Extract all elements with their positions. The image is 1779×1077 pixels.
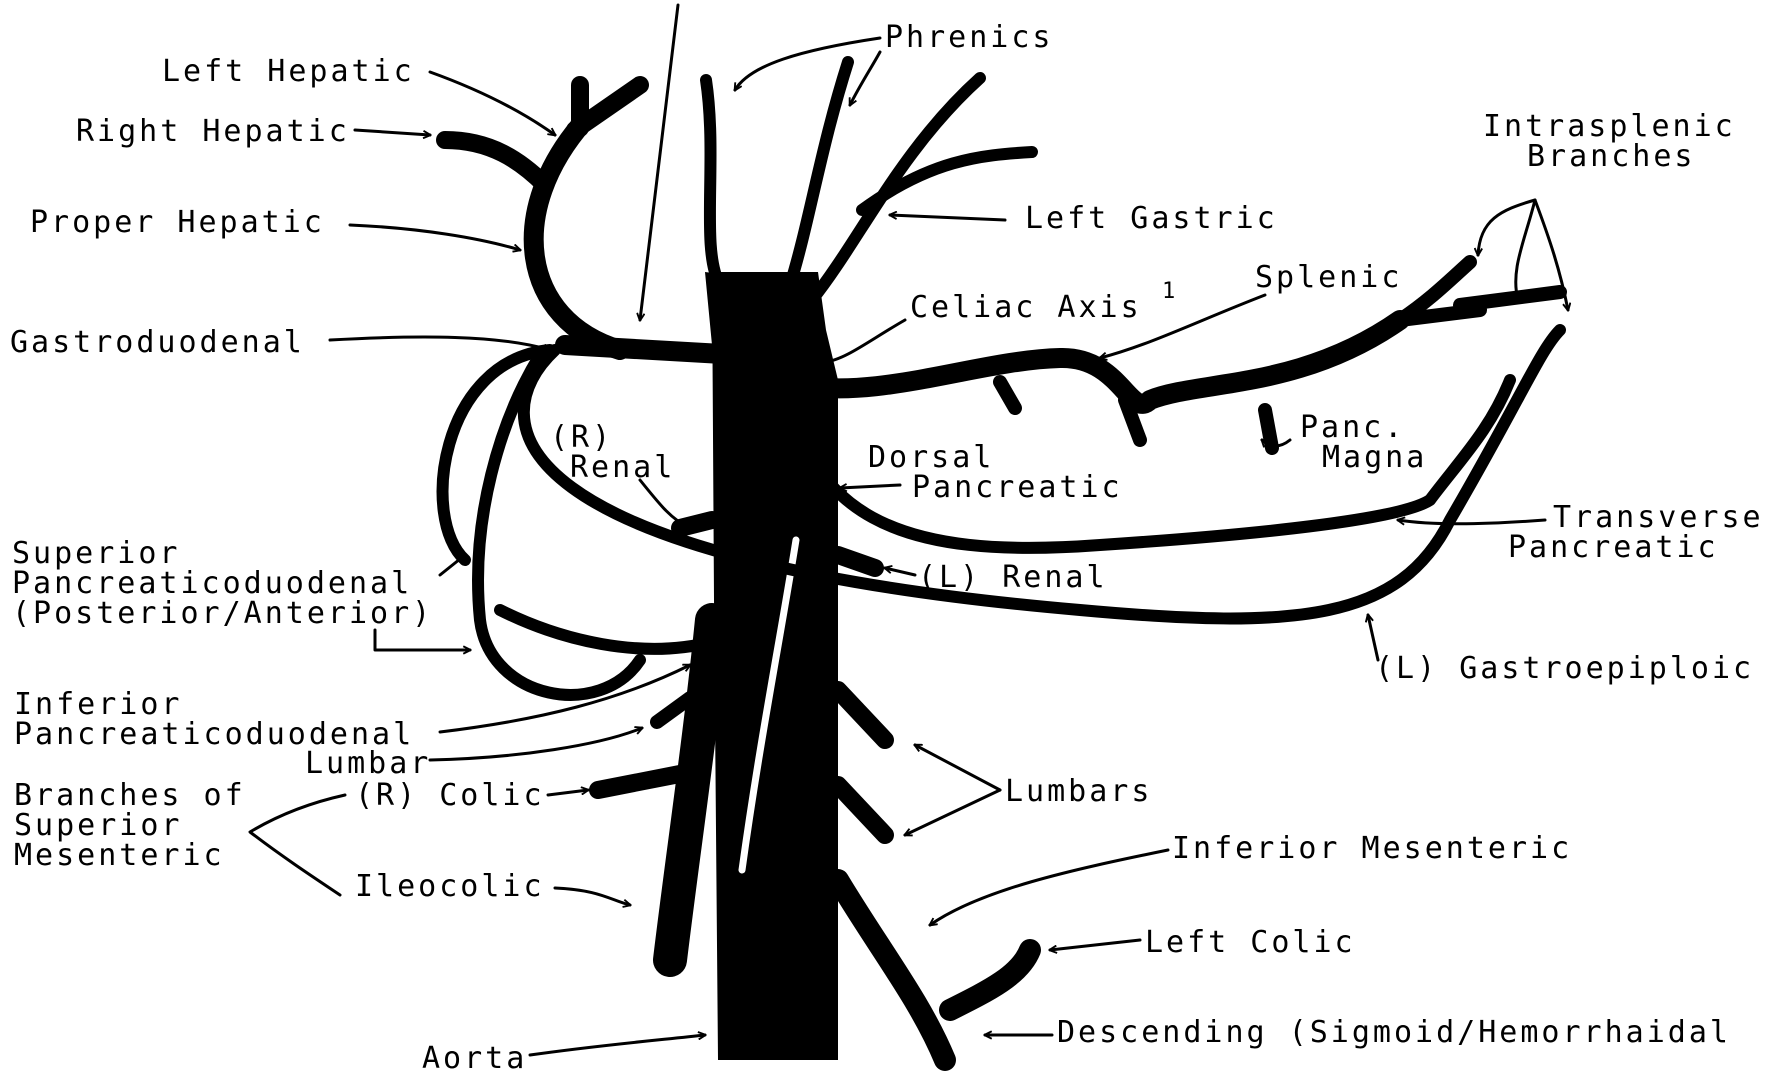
- label-superior-pd-line3: (Posterior/Anterior): [12, 596, 433, 631]
- label-celiac-axis: Celiac Axis: [910, 290, 1142, 325]
- label-r-renal-line2: Renal: [570, 450, 675, 485]
- label-right-hepatic: Right Hepatic: [76, 114, 350, 149]
- label-descending: Descending (Sigmoid/Hemorrhaidal: [1057, 1015, 1731, 1050]
- label-celiac-axis-superscript: 1: [1162, 279, 1178, 304]
- label-intrasplenic-line2: Branches: [1527, 139, 1696, 174]
- label-ileocolic: Ileocolic: [355, 869, 545, 904]
- label-lumbars: Lumbars: [1005, 774, 1152, 809]
- label-inferior-mesenteric: Inferior Mesenteric: [1172, 831, 1572, 866]
- label-dorsal-pancreatic-line2: Pancreatic: [912, 470, 1123, 505]
- hepatic-vessels: [445, 85, 740, 355]
- label-lumbar: Lumbar: [305, 746, 431, 781]
- label-left-hepatic: Left Hepatic: [162, 54, 415, 89]
- label-gastroduodenal: Gastroduodenal: [10, 325, 305, 360]
- label-l-gastroepiploic: (L) Gastroepiploic: [1375, 651, 1754, 686]
- phrenic-and-left-gastric-vessels: [706, 62, 1032, 300]
- label-transverse-pancreatic-line2: Pancreatic: [1508, 530, 1719, 565]
- label-r-colic: (R) Colic: [355, 778, 545, 813]
- label-left-gastric: Left Gastric: [1025, 201, 1278, 236]
- label-phrenics: Phrenics: [885, 20, 1054, 55]
- label-panc-magna-line2: Magna: [1322, 440, 1427, 475]
- label-splenic: Splenic: [1255, 260, 1402, 295]
- label-branches-sm-line3: Mesenteric: [14, 838, 225, 873]
- inferior-mesenteric-vessel: [838, 880, 1030, 1060]
- label-l-renal: (L) Renal: [918, 560, 1108, 595]
- label-left-colic: Left Colic: [1145, 925, 1356, 960]
- label-proper-hepatic: Proper Hepatic: [30, 205, 325, 240]
- label-aorta: Aorta: [422, 1041, 527, 1076]
